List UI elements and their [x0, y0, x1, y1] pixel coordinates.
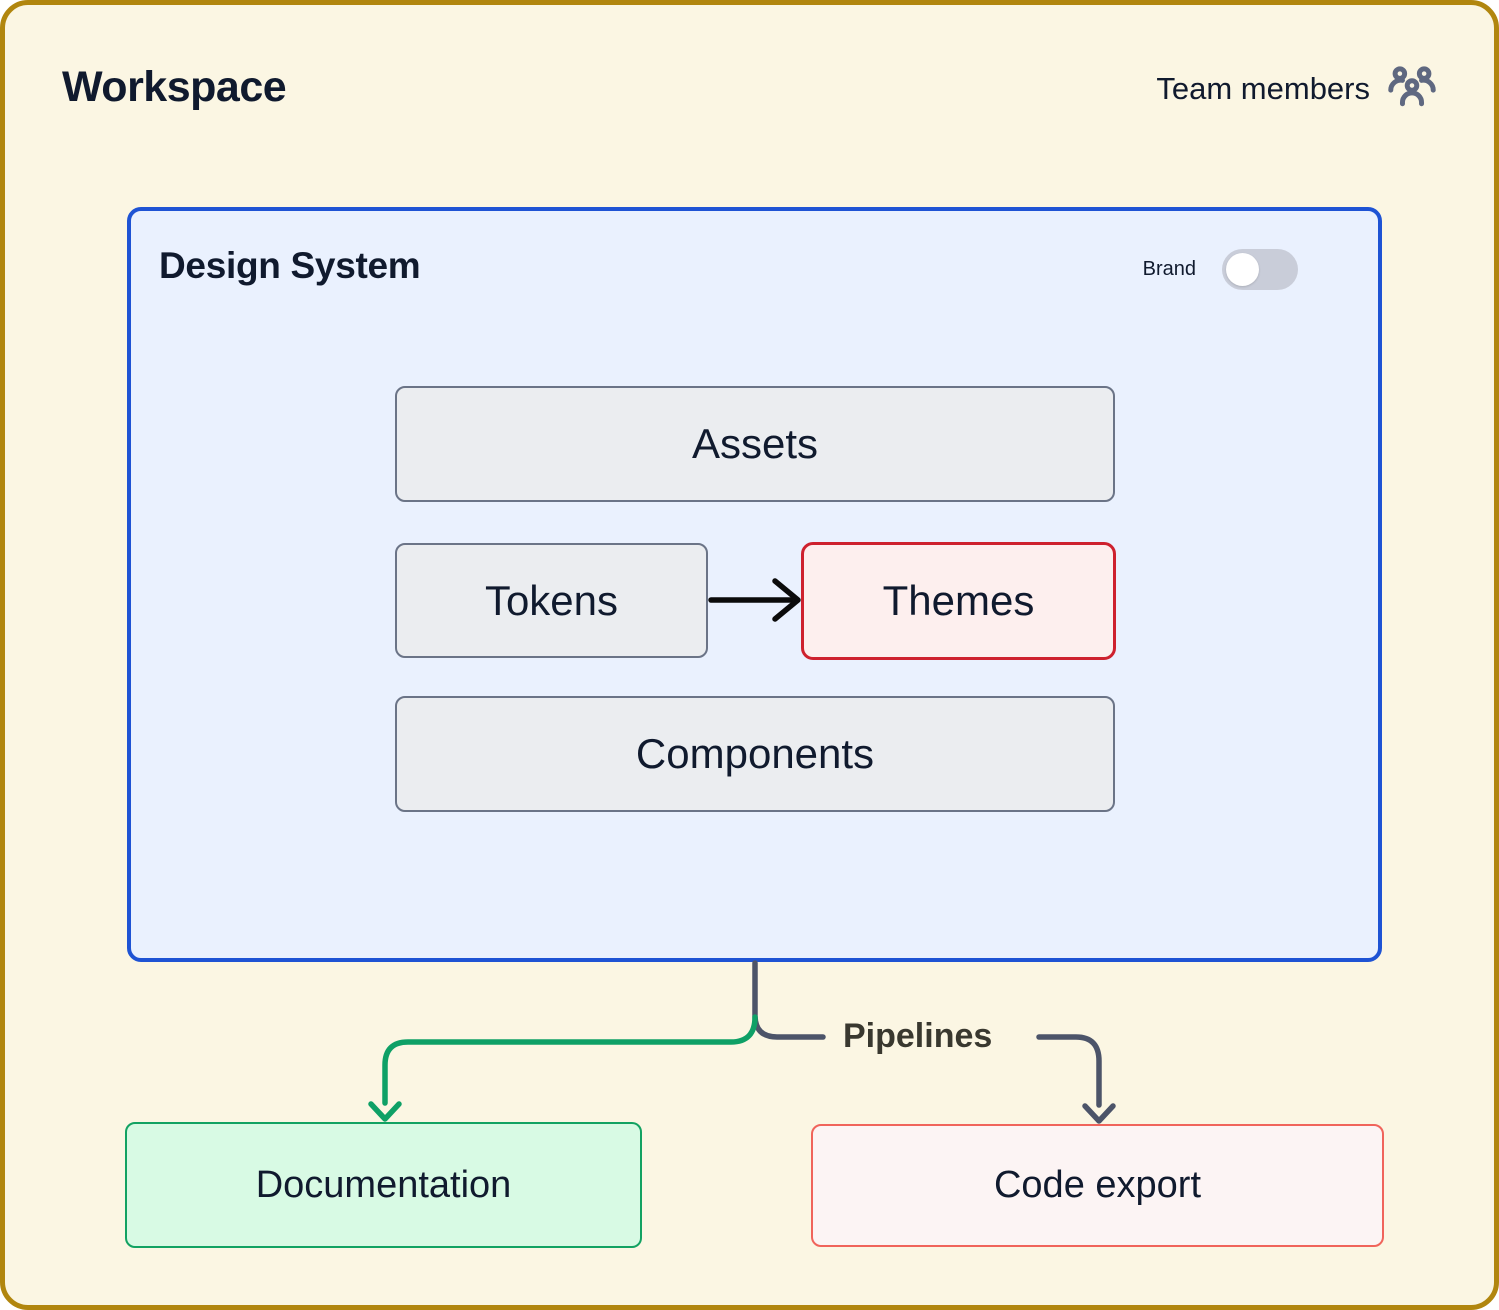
- node-assets-label: Assets: [691, 420, 819, 467]
- design-system-title: Design System: [159, 245, 421, 286]
- page-title: Workspace: [62, 63, 287, 111]
- node-documentation-label: Documentation: [255, 1163, 512, 1206]
- connector-design-system-drop: [752, 960, 826, 1040]
- connector-code-export: [1036, 1034, 1116, 1124]
- node-code-export-label: Code export: [993, 1164, 1201, 1206]
- node-themes[interactable]: Themes: [801, 542, 1116, 660]
- team-members-label: Team members: [1156, 71, 1370, 106]
- node-themes-label: Themes: [882, 577, 1035, 624]
- brand-toggle-knob: [1226, 253, 1259, 286]
- node-code-export[interactable]: Code export: [811, 1124, 1384, 1247]
- node-components-label: Components: [635, 730, 875, 777]
- node-assets[interactable]: Assets: [395, 386, 1115, 502]
- brand-toggle[interactable]: [1222, 249, 1298, 290]
- node-documentation[interactable]: Documentation: [125, 1122, 642, 1248]
- team-members-icon: [1388, 66, 1436, 107]
- brand-toggle-row: Brand: [1143, 249, 1298, 290]
- pipelines-label: Pipelines: [843, 1017, 993, 1055]
- node-components[interactable]: Components: [395, 696, 1115, 812]
- team-members-button[interactable]: Team members: [1156, 63, 1438, 115]
- brand-toggle-label: Brand: [1142, 258, 1196, 280]
- node-tokens-label: Tokens: [484, 576, 619, 624]
- design-system-panel: Design System Brand Assets Tokens Themes…: [127, 207, 1382, 962]
- connector-documentation: [368, 1014, 758, 1122]
- node-tokens[interactable]: Tokens: [395, 543, 708, 658]
